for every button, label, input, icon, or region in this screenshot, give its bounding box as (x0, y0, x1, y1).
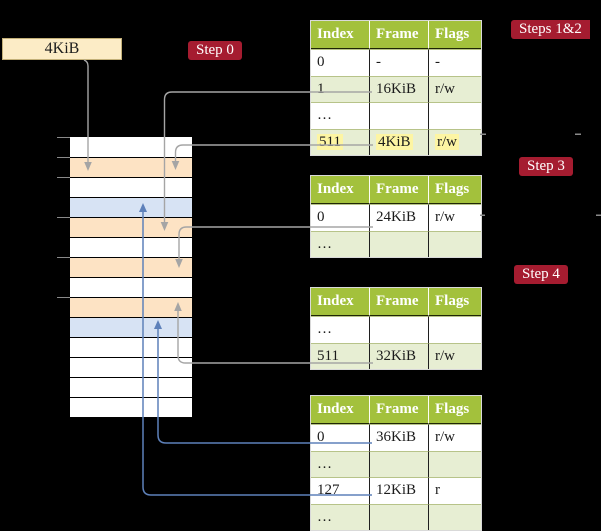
table-row: … (311, 503, 481, 530)
table-cell: r (428, 477, 481, 504)
table-cell (369, 450, 428, 477)
table-cell: 0 (311, 424, 369, 451)
table-cell (369, 230, 428, 257)
memory-frame-mapped (70, 317, 192, 337)
highlighted-value: 4KiB (376, 133, 413, 150)
memory-tick (57, 257, 70, 258)
table-cell: 511 (311, 342, 369, 369)
column-header-index: Index (311, 288, 369, 316)
physical-memory-stack (70, 137, 192, 417)
table-row: … (311, 316, 481, 343)
memory-frame-free (70, 237, 192, 257)
table-cell: 36KiB (369, 424, 428, 451)
column-header-flags: Flags (428, 21, 481, 49)
memory-frame-pagetable (70, 217, 192, 237)
memory-frame-pagetable (70, 257, 192, 277)
table-cell: r/w (428, 204, 481, 231)
badge-step-3: Step 3 (519, 157, 573, 176)
table-cell: r/w (428, 75, 481, 102)
table-cell: 32KiB (369, 342, 428, 369)
highlighted-value: 511 (317, 133, 343, 150)
table-cell: … (311, 503, 369, 530)
table-cell (428, 503, 481, 530)
memory-frame-free (70, 357, 192, 377)
column-header-frame: Frame (369, 21, 428, 49)
table-cell (428, 316, 481, 343)
column-header-frame: Frame (369, 176, 428, 204)
table-cell (369, 102, 428, 129)
table-cell (428, 102, 481, 129)
root-table-address-box: 4KiB (2, 38, 122, 60)
memory-frame-free (70, 397, 192, 417)
memory-frame-pagetable (70, 157, 192, 177)
memory-frame-free (70, 277, 192, 297)
column-header-index: Index (311, 396, 369, 424)
table-cell: 0 (311, 49, 369, 76)
memory-frame-mapped (70, 197, 192, 217)
memory-frame-free (70, 177, 192, 197)
table-row: … (311, 230, 481, 257)
badge-step-0: Step 0 (188, 41, 242, 60)
table-cell: r/w (428, 342, 481, 369)
memory-tick (57, 157, 70, 158)
table-cell (428, 230, 481, 257)
table-cell: 127 (311, 477, 369, 504)
table-row: 0-- (311, 49, 481, 76)
table-row: … (311, 450, 481, 477)
memory-frame-free (70, 337, 192, 357)
memory-tick (57, 217, 70, 218)
memory-tick (57, 137, 70, 138)
table-cell: 511 (311, 128, 369, 155)
table-cell: … (311, 230, 369, 257)
table-cell (428, 450, 481, 477)
table-cell: … (311, 102, 369, 129)
column-header-index: Index (311, 176, 369, 204)
badge-steps-1-2: Steps 1&2 (511, 20, 590, 39)
column-header-index: Index (311, 21, 369, 49)
memory-frame-free (70, 137, 192, 157)
table-cell: 0 (311, 204, 369, 231)
column-header-flags: Flags (428, 396, 481, 424)
memory-tick (57, 297, 70, 298)
table-cell: r/w (428, 128, 481, 155)
column-header-flags: Flags (428, 288, 481, 316)
table-row: 511 4KiB r/w (311, 128, 481, 155)
table-cell: 16KiB (369, 75, 428, 102)
table-cell: r/w (428, 424, 481, 451)
table-cell: 1 (311, 75, 369, 102)
column-header-frame: Frame (369, 288, 428, 316)
table-cell (369, 316, 428, 343)
column-header-frame: Frame (369, 396, 428, 424)
memory-tick (57, 177, 70, 178)
table-cell: 4KiB (369, 128, 428, 155)
highlighted-value: r/w (435, 133, 459, 150)
memory-frame-free (70, 377, 192, 397)
table-cell: … (311, 316, 369, 343)
table-cell (369, 503, 428, 530)
table-row: … (311, 102, 481, 129)
table-cell: - (428, 49, 481, 76)
memory-frame-pagetable (70, 297, 192, 317)
table-cell: … (311, 450, 369, 477)
table-cell: - (369, 49, 428, 76)
table-cell: 12KiB (369, 477, 428, 504)
table-cell: 24KiB (369, 204, 428, 231)
column-header-flags: Flags (428, 176, 481, 204)
badge-step-4: Step 4 (514, 265, 568, 284)
